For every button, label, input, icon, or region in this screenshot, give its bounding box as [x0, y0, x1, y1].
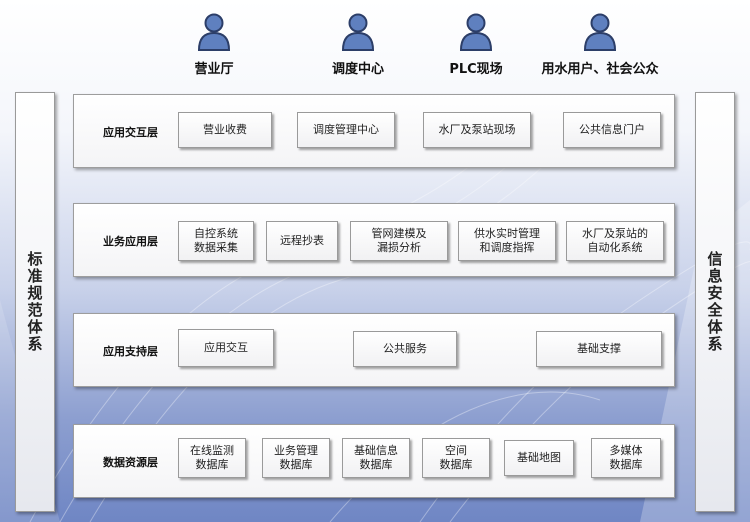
- user-icon: [459, 13, 493, 51]
- actor-label: PLC现场: [449, 62, 503, 77]
- layer-item: 水厂及泵站现场: [423, 112, 531, 148]
- layer-application-interaction: 应用交互层 营业收费 调度管理中心 水厂及泵站现场 公共信息门户: [73, 94, 675, 168]
- standards-system-label: 标准规范体系: [25, 251, 44, 353]
- layer-item: 营业收费: [178, 112, 272, 148]
- actor-water-users-public: 用水用户、社会公众: [525, 12, 675, 77]
- user-icon: [583, 13, 617, 51]
- layer-item: 基础支撑: [536, 331, 662, 367]
- actor-label: 调度中心: [331, 62, 384, 77]
- actor-dispatch-center: 调度中心: [283, 12, 433, 77]
- layer-title: 数据资源层: [103, 456, 158, 469]
- actor-label: 用水用户、社会公众: [541, 62, 659, 77]
- layer-business-application: 业务应用层 自控系统 数据采集 远程抄表 管网建模及 漏损分析 供水实时管理 和…: [73, 203, 675, 277]
- layer-item: 在线监测 数据库: [178, 438, 246, 478]
- layer-item: 自控系统 数据采集: [178, 221, 254, 261]
- layer-title: 业务应用层: [103, 235, 158, 248]
- layer-item: 多媒体 数据库: [591, 438, 661, 478]
- actor-business-hall: 营业厅: [139, 12, 289, 77]
- left-side-panel: 标准规范体系: [15, 92, 55, 512]
- layer-item: 水厂及泵站的 自动化系统: [566, 221, 664, 261]
- layer-item: 公共信息门户: [563, 112, 661, 148]
- layer-item: 调度管理中心: [297, 112, 395, 148]
- layer-item: 基础地图: [504, 440, 574, 476]
- layer-item: 空间 数据库: [422, 438, 490, 478]
- layer-item: 基础信息 数据库: [342, 438, 410, 478]
- layer-item: 供水实时管理 和调度指挥: [458, 221, 556, 261]
- layer-item: 公共服务: [353, 331, 457, 367]
- actor-plc-site: PLC现场: [401, 12, 551, 77]
- actor-label: 营业厅: [194, 62, 234, 77]
- layer-item: 业务管理 数据库: [262, 438, 330, 478]
- layer-title: 应用支持层: [103, 345, 158, 358]
- layer-item: 应用交互: [178, 329, 274, 367]
- layer-item: 管网建模及 漏损分析: [350, 221, 448, 261]
- security-system-label: 信息安全体系: [705, 251, 724, 353]
- layer-item: 远程抄表: [266, 221, 338, 261]
- layer-application-support: 应用支持层 应用交互 公共服务 基础支撑: [73, 313, 675, 387]
- user-icon: [197, 13, 231, 51]
- user-icon: [341, 13, 375, 51]
- right-side-panel: 信息安全体系: [695, 92, 735, 512]
- layer-data-resource: 数据资源层 在线监测 数据库 业务管理 数据库 基础信息 数据库 空间 数据库 …: [73, 424, 675, 498]
- layer-title: 应用交互层: [103, 126, 158, 139]
